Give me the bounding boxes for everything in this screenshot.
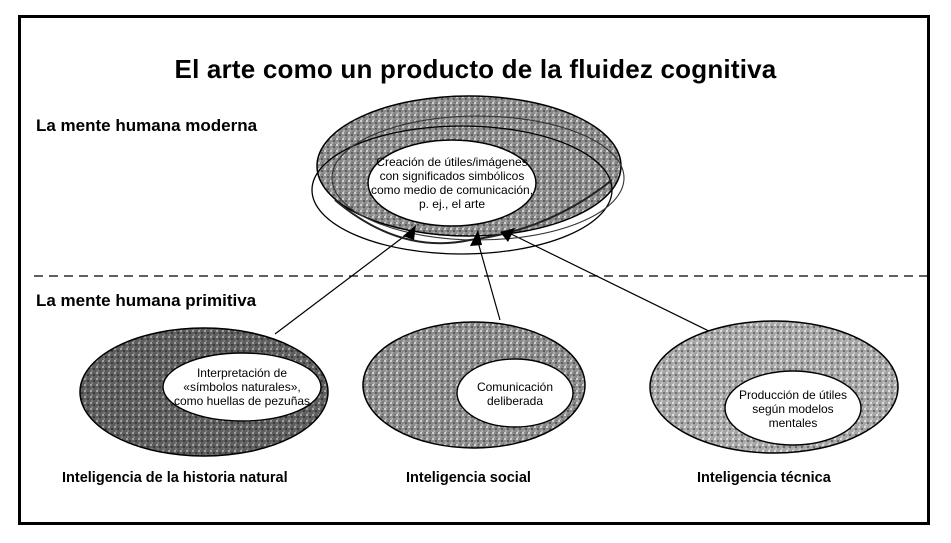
natural-history-line: «símbolos naturales», (183, 380, 301, 394)
modern-bubble-line: p. ej., el arte (418, 197, 486, 211)
natural-history-bubble-text: Interpretación de «símbolos naturales», … (164, 366, 320, 408)
natural-history-domain (79, 327, 329, 457)
social-line: deliberada (486, 394, 544, 408)
diagram-title: El arte como un producto de la fluidez c… (174, 54, 777, 84)
technical-bubble-text: Producción de útiles según modelos menta… (729, 388, 857, 430)
connector-natural-history (274, 231, 411, 335)
technical-line: según modelos (752, 402, 834, 416)
modern-mind-rings (311, 95, 625, 255)
natural-history-line: como huellas de pezuñas (173, 394, 311, 408)
technical-domain (649, 320, 899, 454)
social-line: Comunicación (476, 380, 554, 394)
modern-bubble-line: con significados simbólicos (379, 169, 525, 183)
natural-history-line: Interpretación de (196, 366, 288, 380)
technical-line: Producción de útiles (738, 388, 848, 402)
arrowheads (403, 225, 515, 246)
modern-bubble-text: Creación de útiles/imágenes con signific… (370, 155, 534, 211)
natural-history-caption: Inteligencia de la historia natural (62, 470, 288, 486)
modern-mind-label: La mente humana moderna (36, 116, 258, 135)
technical-caption: Inteligencia técnica (697, 470, 831, 486)
social-caption: Inteligencia social (406, 470, 531, 486)
primitive-mind-label: La mente humana primitiva (36, 291, 257, 310)
modern-bubble-line: como medio de comunicación, (370, 183, 534, 197)
modern-bubble-line: Creación de útiles/imágenes (376, 155, 528, 169)
technical-line: mentales (768, 416, 818, 430)
connector-social (477, 241, 501, 321)
social-bubble-text: Comunicación deliberada (463, 380, 567, 408)
social-domain (362, 321, 586, 449)
